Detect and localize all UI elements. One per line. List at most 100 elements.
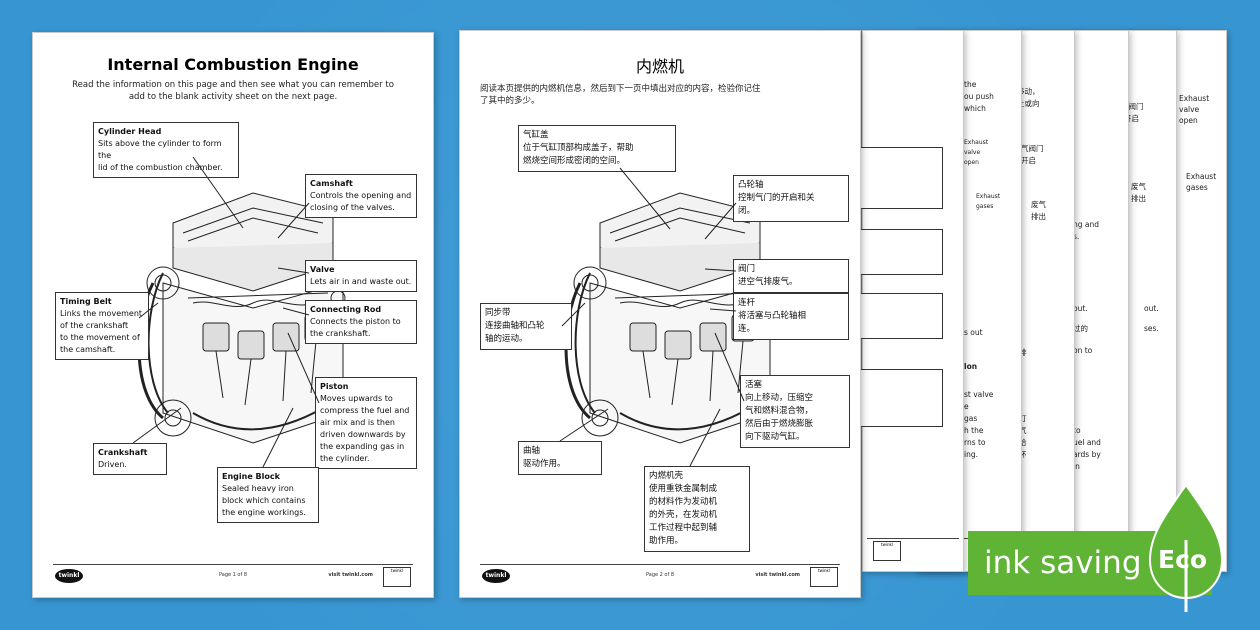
stack-fragment: ing.: [964, 450, 978, 459]
label-text: 燃烧空间形成密闭的空间。: [523, 156, 626, 166]
label-text: 位于气缸顶部构成盖子，帮助: [523, 143, 634, 153]
label-connecting-rod: 连杆 将活塞与凸轮轴相 连。: [733, 293, 849, 340]
label-timing-belt: Timing Belt Links the movement of the cr…: [55, 292, 149, 360]
stack-fragment: s out: [964, 328, 983, 337]
stack-fragment: st valve: [964, 390, 994, 399]
ink-saving-text: ink saving: [984, 545, 1142, 581]
label-text: Sealed heavy iron: [222, 484, 294, 493]
stacked-page-3: twinkl: [859, 30, 964, 572]
label-text: 轴的运动。: [485, 334, 528, 344]
label-text: 的外壳，在发动机: [649, 510, 718, 520]
page-footer: twinkl Page 2 of 8 visit twinkl.com twin…: [480, 564, 840, 587]
stack-fragment: uel and: [1073, 438, 1101, 447]
stack-fragment: out.: [1073, 304, 1088, 313]
answer-box: [859, 147, 943, 209]
answer-box: [859, 229, 943, 275]
label-cylinder-head: Cylinder Head Sits above the cylinder to…: [93, 122, 239, 178]
label-text: air mix and is then: [320, 418, 395, 427]
label-crankshaft: 曲轴 驱动作用。: [518, 441, 602, 475]
stack-fragment: gases: [976, 203, 994, 210]
label-text: 连。: [738, 324, 756, 334]
label-text: 控制气门的开启和关: [738, 193, 815, 203]
label-cylinder-head: 气缸盖 位于气缸顶部构成盖子，帮助 燃烧空间形成密闭的空间。: [518, 125, 676, 172]
stack-fragment: ses.: [1144, 324, 1159, 333]
label-heading: 凸轮轴: [738, 180, 764, 190]
stack-fragment: 过的: [1073, 324, 1088, 333]
stack-fragment: 气阀门: [1121, 102, 1144, 111]
label-text: lid of the combustion chamber.: [98, 163, 223, 172]
label-text: Moves upwards to: [320, 394, 393, 403]
label-text: Links the movement: [60, 309, 143, 318]
label-text: block which contains: [222, 496, 306, 505]
page-intro: 阅读本页提供的内燃机信息，然后到下一页中填出对应的内容，检验你记住 了其中的多少…: [480, 83, 840, 107]
stack-fragment: valve: [964, 149, 981, 156]
visit-link: visit twinkl.com: [755, 572, 800, 578]
label-text: 连接曲轴和凸轮: [485, 321, 545, 331]
label-text: Sits above the cylinder to form the: [98, 139, 222, 160]
stack-fragment: 废气: [1031, 200, 1046, 209]
label-heading: 气缸盖: [523, 130, 549, 140]
page-2-chinese: 内燃机 阅读本页提供的内燃机信息，然后到下一页中填出对应的内容，检验你记住 了其…: [459, 30, 861, 598]
label-text: 将活塞与凸轮轴相: [738, 311, 807, 321]
label-heading: 内燃机壳: [649, 471, 684, 481]
label-heading: Crankshaft: [98, 448, 148, 457]
label-heading: 活塞: [745, 380, 763, 390]
page-title: Internal Combustion Engine: [107, 55, 359, 74]
stack-fragment: 排出: [1131, 194, 1146, 203]
label-text: closing of the valves.: [310, 203, 395, 212]
stack-fragment: h the: [964, 426, 984, 435]
label-text: 工作过程中起到辅: [649, 523, 718, 533]
label-piston: 活塞 向上移动，压缩空 气和燃料混合物， 然后由于燃烧膨胀 向下驱动气缸。: [740, 375, 850, 448]
label-connecting-rod: Connecting Rod Connects the piston to th…: [305, 300, 417, 344]
label-camshaft: 凸轮轴 控制气门的开启和关 闭。: [733, 175, 849, 222]
label-text: driven downwards by: [320, 430, 406, 439]
stack-fragment: 废气: [1131, 182, 1146, 191]
label-heading: 同步带: [485, 308, 511, 318]
label-heading: Connecting Rod: [310, 305, 382, 314]
label-text: the cylinder.: [320, 454, 370, 463]
label-engine-block: 内燃机壳 使用重铁金属制成 的材料作为发动机 的外壳，在发动机 工作过程中起到辅…: [644, 466, 750, 552]
label-text: Controls the opening and: [310, 191, 412, 200]
page-title: 内燃机: [635, 57, 684, 76]
intro-line: Read the information on this page and th…: [72, 80, 394, 90]
stack-fragment: 开启: [1021, 156, 1036, 165]
twinkl-logo: twinkl: [55, 569, 83, 583]
intro-line: add to the blank activity sheet on the n…: [128, 92, 338, 102]
stack-fragment: on to: [1073, 346, 1093, 355]
label-camshaft: Camshaft Controls the opening and closin…: [305, 174, 417, 218]
stack-fragment: 气: [1019, 426, 1027, 435]
intro-line: 阅读本页提供的内燃机信息，然后到下一页中填出对应的内容，检验你记住: [480, 84, 761, 94]
label-text: compress the fuel and: [320, 406, 410, 415]
label-text: to the movement of: [60, 333, 140, 342]
intro-line: 了其中的多少。: [480, 96, 540, 106]
stack-fragment: 移动，: [1017, 87, 1040, 96]
label-engine-block: Engine Block Sealed heavy iron block whi…: [217, 467, 319, 523]
label-timing-belt: 同步带 连接曲轴和凸轮 轴的运动。: [480, 303, 572, 350]
label-text: 气和燃料混合物，: [745, 406, 814, 416]
stack-fragment: 上或向: [1017, 99, 1040, 108]
stack-fragment: Exhaust: [964, 139, 989, 146]
answer-box: [859, 369, 943, 427]
stack-fragment: gas: [964, 414, 978, 423]
stack-fragment: Exhaust: [976, 193, 1001, 200]
page-number: Page 2 of 8: [645, 572, 675, 578]
stack-fragment: to: [1073, 426, 1081, 435]
answer-box: [859, 293, 943, 339]
label-text: Connects the piston to: [310, 317, 401, 326]
label-text: 向下驱动气缸。: [745, 432, 805, 442]
badge-icon: twinkl: [383, 567, 411, 587]
label-text: the engine workings.: [222, 508, 306, 517]
eco-label: Eco: [1158, 545, 1208, 574]
label-text: Lets air in and waste out.: [310, 277, 412, 286]
label-text: 然后由于燃烧膨胀: [745, 419, 814, 429]
label-piston: Piston Moves upwards to compress the fue…: [315, 377, 417, 469]
stack-fragment: e: [964, 402, 969, 411]
badge-icon: twinkl: [873, 541, 901, 561]
label-text: the crankshaft.: [310, 329, 371, 338]
label-text: 进空气排废气。: [738, 277, 798, 287]
label-heading: Camshaft: [310, 179, 353, 188]
label-heading: 曲轴: [523, 446, 541, 456]
stack-fragment: ards by: [1073, 450, 1101, 459]
